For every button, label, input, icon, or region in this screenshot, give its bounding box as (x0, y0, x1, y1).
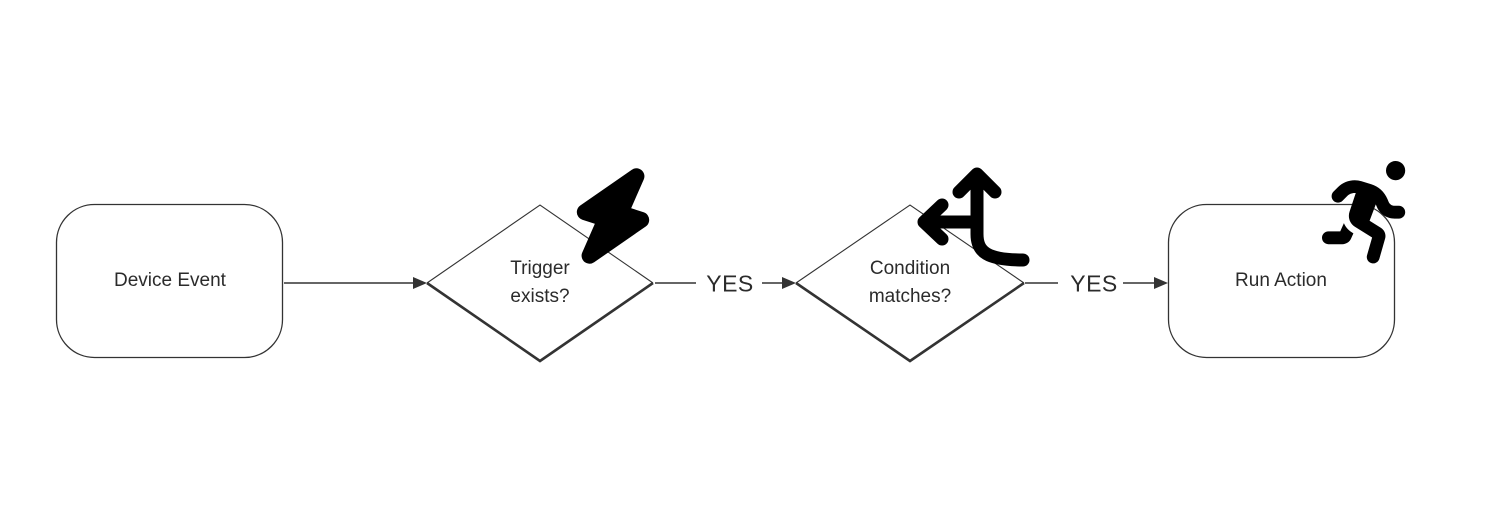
node-run-action-shape (1167, 203, 1396, 359)
connector-device-to-trigger (284, 277, 427, 289)
node-condition-matches-shape (795, 204, 1025, 363)
connector-condition-to-action (1025, 277, 1168, 289)
directions-split-icon (917, 167, 1030, 267)
lightning-bolt-icon (576, 168, 650, 264)
connector-trigger-to-condition (655, 277, 796, 289)
person-running-icon (1322, 161, 1406, 264)
node-device-event-shape (55, 203, 284, 359)
